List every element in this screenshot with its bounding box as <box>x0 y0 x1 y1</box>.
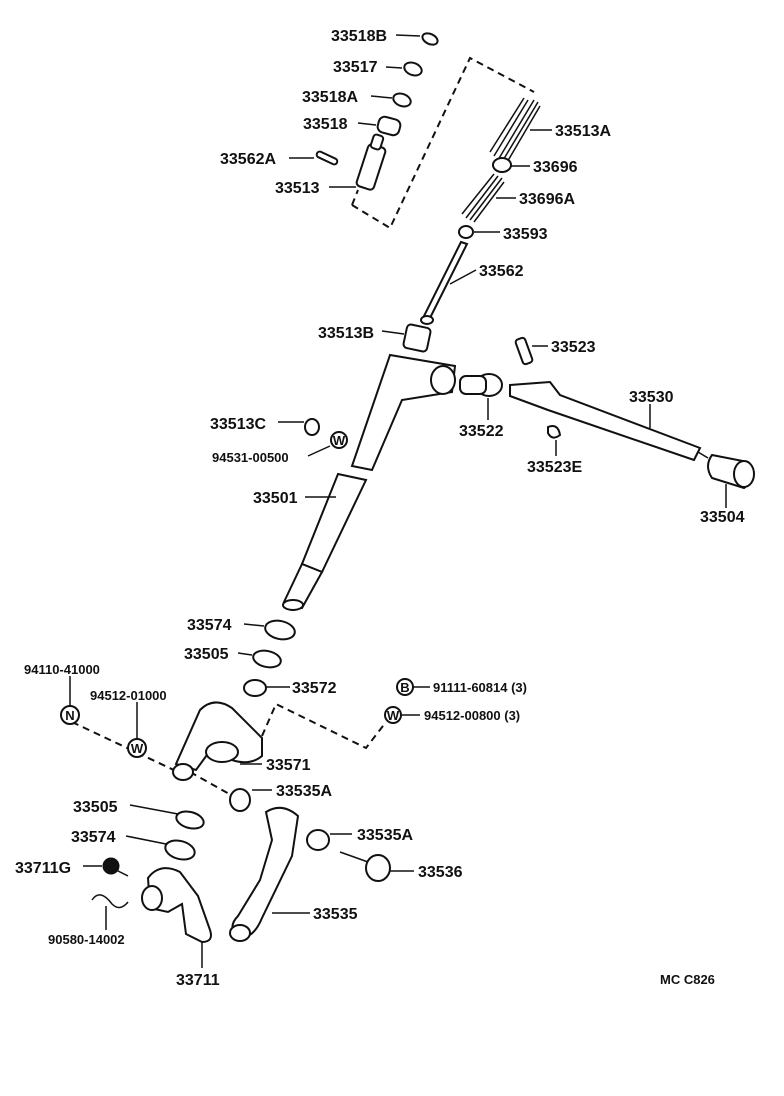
label-33571: 33571 <box>266 757 311 774</box>
label-33711g: 33711G <box>15 860 71 877</box>
label-33513c: 33513C <box>210 416 266 433</box>
upper-group-dash-outline <box>351 56 535 230</box>
nut-symbol-n: N <box>65 708 74 723</box>
part-33711-lever <box>141 867 212 968</box>
label-33593: 33593 <box>503 226 548 243</box>
part-33513 <box>329 133 387 191</box>
part-90580-14002 <box>91 894 129 930</box>
label-33513a: 33513A <box>555 123 611 140</box>
label-33535a-lower: 33535A <box>357 827 413 844</box>
label-33574-lower: 33574 <box>71 829 116 846</box>
label-94110-41000: 94110-41000 <box>24 662 100 677</box>
part-33574-lower <box>125 835 196 861</box>
label-33562: 33562 <box>479 263 524 280</box>
n-dash-link <box>71 721 179 773</box>
part-33571-bracket <box>172 701 263 781</box>
part-33535-lever <box>229 806 310 942</box>
washer-symbol-w: W <box>387 708 400 723</box>
part-33504-knob <box>707 453 755 508</box>
label-33574-upper: 33574 <box>187 617 232 634</box>
part-33562a <box>289 150 339 166</box>
label-33505-upper: 33505 <box>184 646 229 663</box>
part-33593 <box>458 225 500 239</box>
label-33536: 33536 <box>418 864 463 881</box>
label-33535: 33535 <box>313 906 358 923</box>
label-33696a: 33696A <box>519 191 575 208</box>
part-33572 <box>243 679 290 697</box>
part-33505-upper <box>237 649 282 669</box>
part-33696 <box>492 157 530 173</box>
part-33513c <box>278 418 320 436</box>
label-33504: 33504 <box>700 509 745 526</box>
part-33505-lower <box>129 804 205 830</box>
label-33517: 33517 <box>333 59 378 76</box>
part-33501-lever <box>282 353 457 611</box>
part-94512-01000: W <box>127 702 147 758</box>
label-91111-60814: 91111-60814 (3) <box>433 680 527 695</box>
w-dash-link <box>189 771 241 801</box>
part-94512-00800: W <box>384 706 420 724</box>
part-33562-rod <box>420 240 477 325</box>
part-33522 <box>459 373 503 420</box>
part-33517 <box>385 61 423 77</box>
part-33523-bolt <box>514 336 548 366</box>
label-33696: 33696 <box>533 159 578 176</box>
label-33711: 33711 <box>176 972 220 989</box>
part-33523e <box>547 425 562 456</box>
part-33518 <box>357 115 402 137</box>
label-33513b: 33513B <box>318 325 374 342</box>
label-33530: 33530 <box>629 389 674 406</box>
label-33523: 33523 <box>551 339 596 356</box>
label-33518: 33518 <box>303 116 348 133</box>
part-94110-41000: N <box>60 676 80 725</box>
label-33562a: 33562A <box>220 151 276 168</box>
part-33535a-upper <box>229 788 272 812</box>
part-33711g <box>83 857 129 877</box>
part-33574-upper <box>243 619 296 641</box>
label-33513: 33513 <box>275 180 320 197</box>
diagram-code: MC C826 <box>660 972 715 987</box>
part-33518b <box>395 32 439 46</box>
part-33518a <box>370 92 412 108</box>
washer-symbol-w: W <box>333 433 346 448</box>
label-33572: 33572 <box>292 680 337 697</box>
part-94531-00500: W <box>307 431 348 457</box>
label-90580-14002: 90580-14002 <box>48 932 125 947</box>
part-33513b <box>381 323 432 353</box>
label-33523e: 33523E <box>527 459 582 476</box>
label-94512-01000: 94512-01000 <box>90 688 167 703</box>
label-33518b: 33518B <box>331 28 387 45</box>
washer-symbol-w: W <box>131 741 144 756</box>
label-94531-00500: 94531-00500 <box>212 450 289 465</box>
part-33513a-spring <box>489 97 552 165</box>
bolt-symbol-b: B <box>400 680 409 695</box>
label-33535a-upper: 33535A <box>276 783 332 800</box>
label-33518a: 33518A <box>302 89 358 106</box>
label-33501: 33501 <box>253 490 298 507</box>
mid-dash-outline <box>261 702 387 750</box>
part-33536-bolt <box>339 851 414 882</box>
part-33696a-spring <box>461 173 516 223</box>
label-33505-lower: 33505 <box>73 799 118 816</box>
label-33522: 33522 <box>459 423 504 440</box>
part-33535a-lower <box>306 829 352 851</box>
label-94512-00800: 94512-00800 (3) <box>424 708 520 723</box>
upper-group-dash-left <box>351 189 359 206</box>
part-91111-60814: B <box>396 678 430 696</box>
part-33530-rod <box>509 380 709 462</box>
